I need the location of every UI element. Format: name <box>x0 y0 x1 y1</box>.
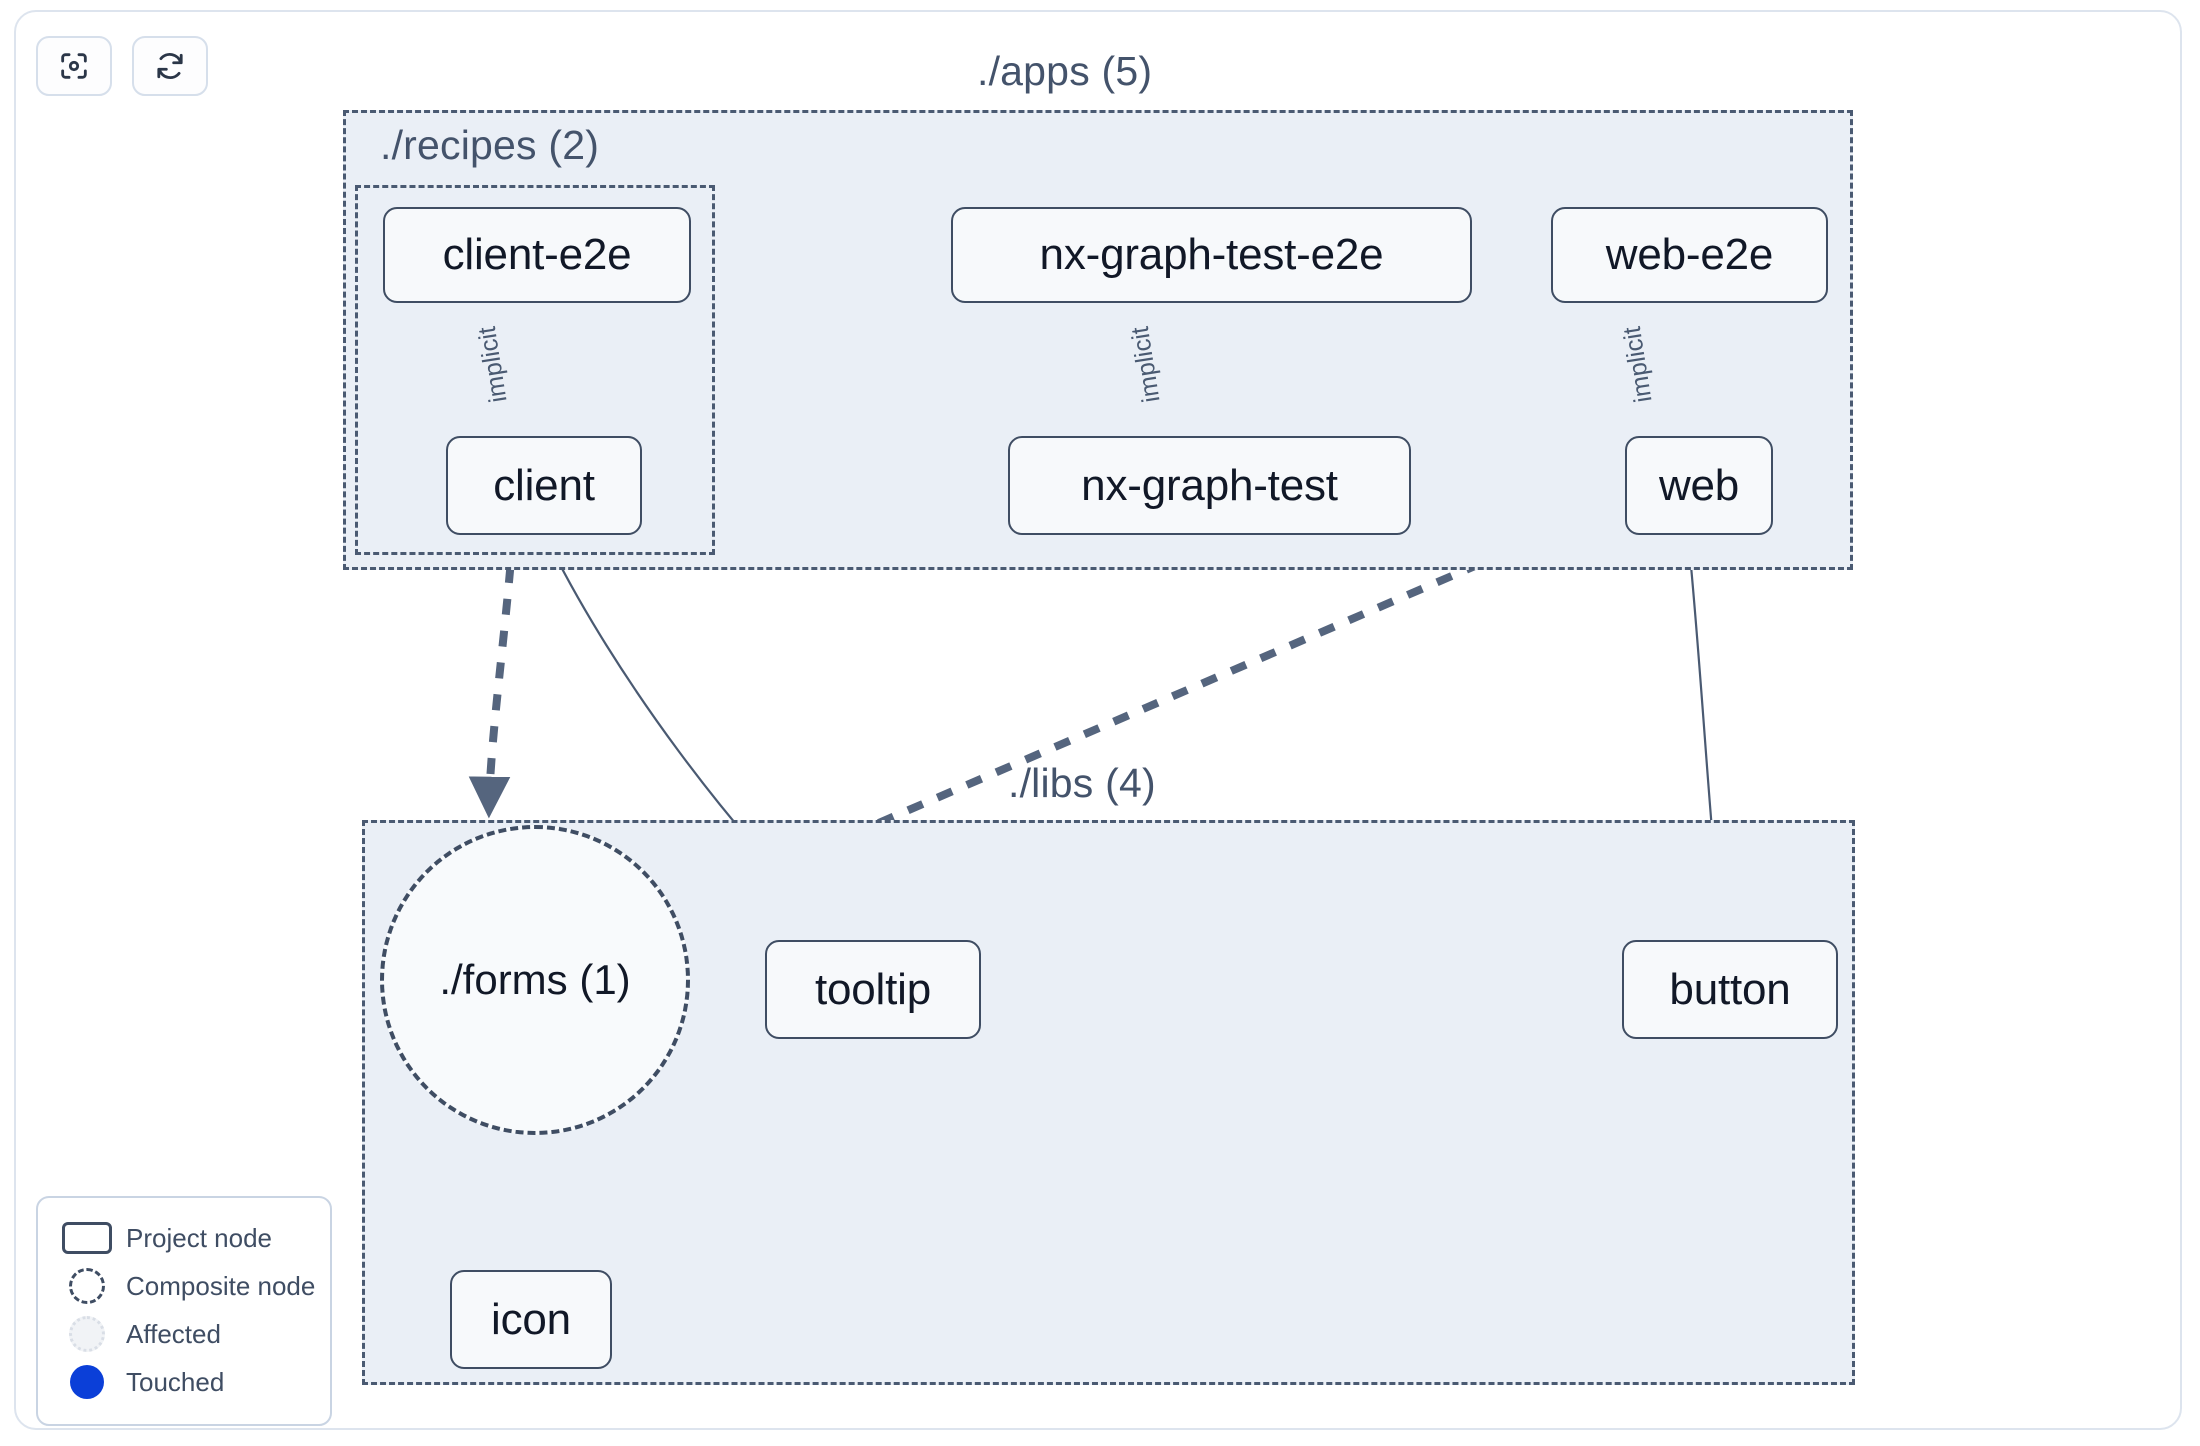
legend-label-project-node: Project node <box>126 1222 272 1253</box>
composite-node-swatch <box>56 1268 118 1304</box>
legend-item-composite-node: Composite node <box>56 1262 316 1310</box>
legend-item-project-node: Project node <box>56 1214 312 1262</box>
legend-item-touched: Touched <box>56 1358 312 1406</box>
node-client[interactable]: client <box>446 436 642 535</box>
legend-label-affected: Affected <box>126 1318 221 1349</box>
legend-label-composite-node: Composite node <box>126 1270 316 1301</box>
refresh-graph-button[interactable] <box>132 36 208 96</box>
project-node-swatch <box>56 1222 118 1254</box>
graph-toolbar <box>36 36 208 96</box>
affected-swatch <box>56 1316 118 1352</box>
node-nx-graph-test[interactable]: nx-graph-test <box>1008 436 1411 535</box>
node-button[interactable]: button <box>1622 940 1838 1039</box>
focus-scan-icon <box>57 49 91 83</box>
node-nx-graph-test-e2e[interactable]: nx-graph-test-e2e <box>951 207 1472 303</box>
group-label-apps: ./apps (5) <box>977 48 1153 94</box>
touched-swatch <box>56 1365 118 1399</box>
node-web-e2e[interactable]: web-e2e <box>1551 207 1828 303</box>
focus-graph-button[interactable] <box>36 36 112 96</box>
group-label-recipes: ./recipes (2) <box>380 122 600 168</box>
legend-label-touched: Touched <box>126 1366 225 1397</box>
node-web[interactable]: web <box>1625 436 1773 535</box>
node-forms-composite[interactable]: ./forms (1) <box>380 825 690 1135</box>
legend-item-affected: Affected <box>56 1310 312 1358</box>
node-tooltip[interactable]: tooltip <box>765 940 981 1039</box>
group-label-libs: ./libs (4) <box>1008 760 1156 806</box>
node-icon[interactable]: icon <box>450 1270 612 1369</box>
refresh-icon <box>153 49 187 83</box>
node-client-e2e[interactable]: client-e2e <box>383 207 691 303</box>
graph-legend: Project node Composite node Affected Tou… <box>36 1196 332 1426</box>
